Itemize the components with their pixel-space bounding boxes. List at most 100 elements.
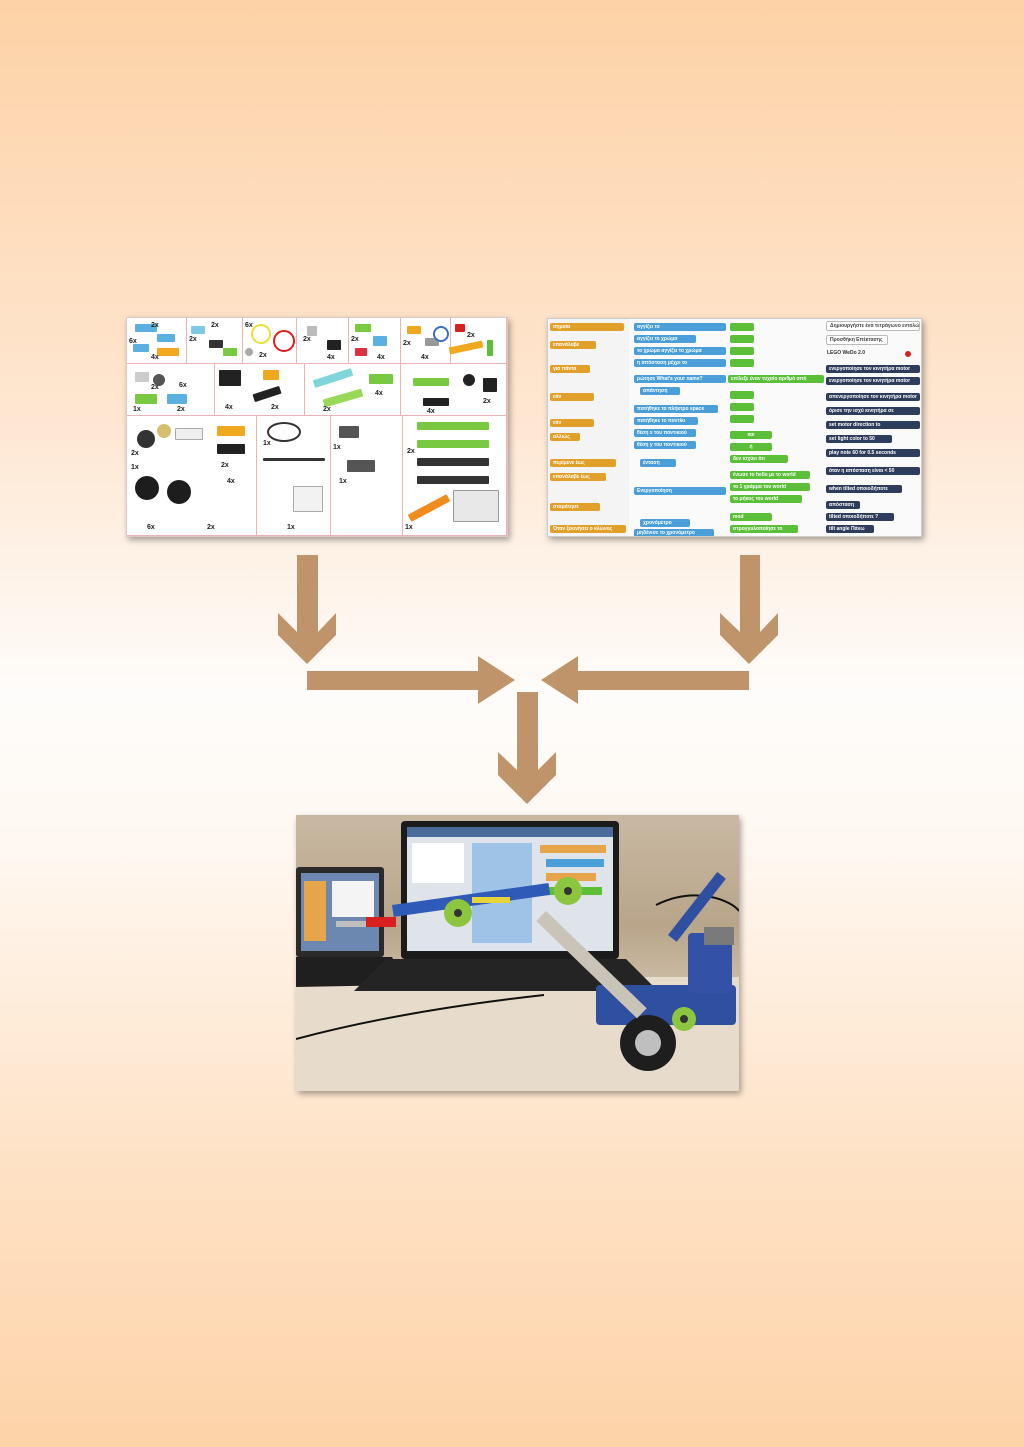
black-brick (209, 340, 223, 348)
operator-block (730, 403, 754, 411)
wedo-block: set motor direction to (826, 421, 920, 429)
parts-cell (127, 364, 215, 416)
parts-cell (403, 416, 507, 536)
wedo-block: when tilted οποιοδήποτε (826, 485, 902, 493)
quantity-label: 4x (375, 390, 383, 397)
quantity-label: 2x (221, 462, 229, 469)
control-block: περίμενε έως (550, 459, 616, 467)
green-connector (487, 340, 493, 356)
green-long-beam (417, 440, 489, 448)
orange-brick (407, 326, 421, 334)
blue-brick (135, 324, 157, 332)
parts-cell (243, 318, 297, 364)
operator-block (730, 323, 754, 331)
blue-brick (157, 334, 175, 342)
scratch-stage (412, 843, 464, 883)
scratch-stage (332, 881, 374, 917)
sensing-block: πατήθηκε το ποντίκι (634, 417, 698, 425)
quantity-label: 2x (177, 406, 185, 413)
quantity-label: 1x (131, 464, 139, 471)
quantity-label: 2x (189, 336, 197, 343)
wedo-block: όρισε την ισχύ κινητήρα σε (826, 407, 920, 415)
black-long-beam (417, 476, 489, 484)
arrow-down-center-icon (498, 692, 556, 804)
quantity-label: 2x (207, 524, 215, 531)
parts-cell (187, 318, 243, 364)
black-long-beam (417, 458, 489, 466)
blue-brick (167, 394, 187, 404)
quantity-label: 2x (259, 352, 267, 359)
arrow-right-icon (307, 656, 515, 704)
wedo-block: απόσταση (826, 501, 860, 509)
sensing-block: αγγίζει το (634, 323, 726, 331)
chain-string (263, 458, 325, 461)
black-wheel (167, 480, 191, 504)
control-block: για πάντα (550, 365, 590, 373)
make-block-button[interactable]: Δημιουργήστε ένα τετράγωνο εντολών (826, 321, 920, 331)
orange-plate (217, 426, 245, 436)
operator-block: επίλεξε έναν τυχαίο αριθμό από (728, 375, 824, 383)
parts-cell (401, 364, 507, 416)
control-block: επανάλαβε έως (550, 473, 606, 481)
parts-cell (257, 416, 331, 536)
wedo-extension-label: LEGO WeDo 2.0 (827, 350, 865, 356)
lego-robot-photo (296, 815, 739, 1091)
sensing-block: χρονόμετρο (640, 519, 690, 527)
arrow-left-icon (541, 656, 749, 704)
grey-bush (245, 348, 253, 356)
quantity-label: 2x (151, 322, 159, 329)
orange-brick (263, 370, 279, 380)
red-brick (355, 348, 367, 356)
white-plate (175, 428, 203, 440)
parts-cell (331, 416, 403, 536)
quantity-label: 2x (407, 448, 415, 455)
quantity-label: 2x (483, 398, 491, 405)
operator-block (730, 347, 754, 355)
sensing-block: θέση x του ποντικιού (634, 429, 696, 437)
parts-cell (127, 318, 187, 364)
events-column (548, 319, 629, 536)
parts-cell (349, 318, 401, 364)
operator-block: ένωσε το hello με το world (730, 471, 810, 479)
lightblue-brick (191, 326, 205, 334)
black-beam (423, 398, 449, 406)
script-block (540, 845, 606, 853)
quantity-label: 6x (147, 524, 155, 531)
black-plate (219, 370, 241, 386)
parts-cell (215, 364, 305, 416)
green-brick (369, 374, 393, 384)
operator-block: δεν ισχύει ότι (730, 455, 788, 463)
blue-brick (373, 336, 387, 346)
grey-axle (336, 921, 366, 927)
quantity-label: 1x (133, 406, 141, 413)
operator-block: το 1 γράμμα του world (730, 483, 810, 491)
quantity-label: 1x (333, 444, 341, 451)
white-arm-beam (536, 910, 647, 1019)
blue-arm-beam (668, 871, 726, 942)
sensing-block: πατήθηκε το πλήκτρο space (634, 405, 718, 413)
script-block (546, 873, 596, 881)
add-extension-button[interactable]: Προσθήκη Επέκτασης (826, 335, 888, 345)
smarthub (453, 490, 499, 522)
quantity-label: 6x (129, 338, 137, 345)
quantity-label: 2x (271, 404, 279, 411)
quantity-label: 4x (421, 354, 429, 361)
black-gear (463, 374, 475, 386)
quantity-label: 1x (287, 524, 295, 531)
control-block: εάν (550, 419, 594, 427)
wedo-block: tilt angle Πάνω (826, 525, 874, 533)
sensing-block: θέση y του ποντικιού (634, 441, 696, 449)
wedo-block: ενεργοποίησε τον κινητήρα motor (826, 365, 920, 373)
quantity-label: 2x (151, 384, 159, 391)
sensing-block: αγγίζει το χρώμα (634, 335, 696, 343)
smarthub-body (688, 933, 732, 993)
operator-block (730, 415, 754, 423)
pulley-axle (680, 1015, 688, 1023)
wedo-block: όταν η απόσταση είναι < 50 (826, 467, 920, 475)
laptop-keyboard (354, 959, 658, 991)
grey-brick (307, 326, 317, 336)
motor (704, 927, 734, 945)
green-beam (413, 378, 449, 386)
wedo-block: play note 60 for 0.5 seconds (826, 449, 920, 457)
operator-block (730, 359, 754, 367)
